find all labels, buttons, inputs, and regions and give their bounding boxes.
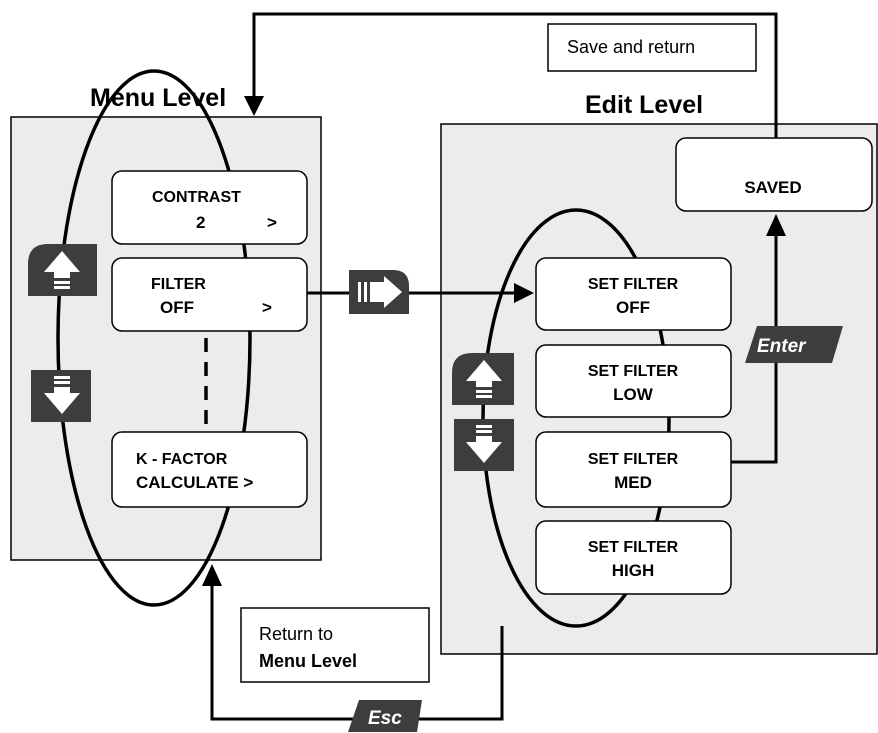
menu-item-contrast-arrow: >	[267, 213, 277, 232]
saved-box	[675, 137, 873, 212]
menu-item-contrast[interactable]: CONTRAST 2 >	[111, 170, 308, 245]
edit-item-off-label: SET FILTER	[588, 276, 679, 293]
down-arrow-key-icon[interactable]	[31, 370, 91, 422]
edit-item-med-value: MED	[614, 473, 652, 492]
return-to-label: Return to	[259, 624, 333, 644]
save-and-return-label: Save and return	[567, 37, 695, 57]
menu-item-k-factor-name: K - FACTOR	[136, 451, 228, 468]
saved-label: SAVED	[744, 178, 801, 197]
esc-key-label: Esc	[368, 708, 402, 729]
esc-return-arrowhead	[202, 564, 222, 586]
edit-item-set-filter-off[interactable]: SET FILTER OFF	[535, 257, 732, 331]
filter-to-edit-arrowhead	[514, 283, 534, 303]
menu-item-filter-arrow: >	[262, 298, 272, 317]
save-return-arrowhead	[244, 96, 264, 116]
edit-item-high-label: SET FILTER	[588, 539, 679, 556]
edit-down-arrow-key-icon[interactable]	[454, 419, 514, 471]
edit-item-set-filter-med[interactable]: SET FILTER MED	[535, 431, 732, 508]
edit-item-low-value: LOW	[613, 385, 654, 404]
edit-item-high-value: HIGH	[612, 561, 655, 580]
menu-item-filter-name: FILTER	[151, 276, 206, 293]
menu-item-contrast-value: 2	[196, 213, 205, 232]
edit-item-set-filter-low[interactable]: SET FILTER LOW	[535, 344, 732, 418]
enter-key-icon[interactable]: Enter	[745, 326, 843, 363]
menu-level-return-label: Menu Level	[259, 651, 357, 671]
med-to-saved-arrowhead	[766, 214, 786, 236]
edit-level-title: Edit Level	[585, 91, 703, 119]
edit-level-loop	[481, 208, 671, 628]
menu-item-filter[interactable]: FILTER OFF >	[111, 257, 308, 332]
edit-item-low-label: SET FILTER	[588, 363, 679, 380]
return-to-menu-label-box	[240, 607, 430, 683]
menu-item-k-factor[interactable]: K - FACTOR CALCULATE >	[111, 431, 308, 508]
enter-key-label: Enter	[757, 336, 807, 357]
menu-item-contrast-name: CONTRAST	[152, 189, 241, 206]
edit-item-set-filter-high[interactable]: SET FILTER HIGH	[535, 520, 732, 595]
save-and-return-label-box	[547, 23, 757, 72]
save-return-connector	[252, 12, 778, 138]
med-to-saved-connector	[731, 232, 778, 464]
up-arrow-key-icon[interactable]	[28, 244, 97, 296]
menu-level-loop	[56, 69, 252, 607]
edit-item-med-label: SET FILTER	[588, 451, 679, 468]
esc-key-icon[interactable]: Esc	[348, 700, 422, 732]
edit-up-arrow-key-icon[interactable]	[452, 353, 514, 405]
menu-item-filter-value: OFF	[160, 298, 194, 317]
edit-item-off-value: OFF	[616, 298, 650, 317]
menu-item-k-factor-value: CALCULATE >	[136, 473, 253, 492]
right-arrow-key-icon[interactable]	[349, 270, 409, 314]
